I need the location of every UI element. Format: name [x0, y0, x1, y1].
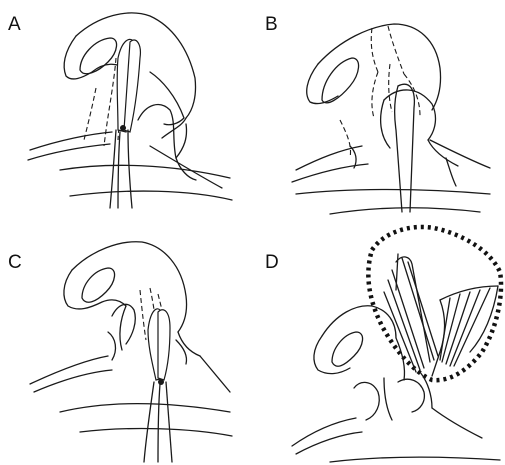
panel-a: A: [8, 13, 232, 208]
panel-d-nose-drawing: [292, 227, 501, 462]
panel-b-label: B: [265, 14, 278, 35]
panel-a-nose-drawing: [28, 13, 232, 208]
panel-c-nose-drawing: [30, 242, 232, 462]
panel-c-label: C: [8, 252, 22, 273]
panel-b: B: [265, 14, 490, 214]
panel-d: D: [265, 227, 501, 462]
panel-c: C: [8, 242, 232, 462]
panel-a-label: A: [8, 14, 21, 35]
panel-d-label: D: [265, 252, 279, 273]
panel-b-nose-drawing: [292, 24, 490, 214]
